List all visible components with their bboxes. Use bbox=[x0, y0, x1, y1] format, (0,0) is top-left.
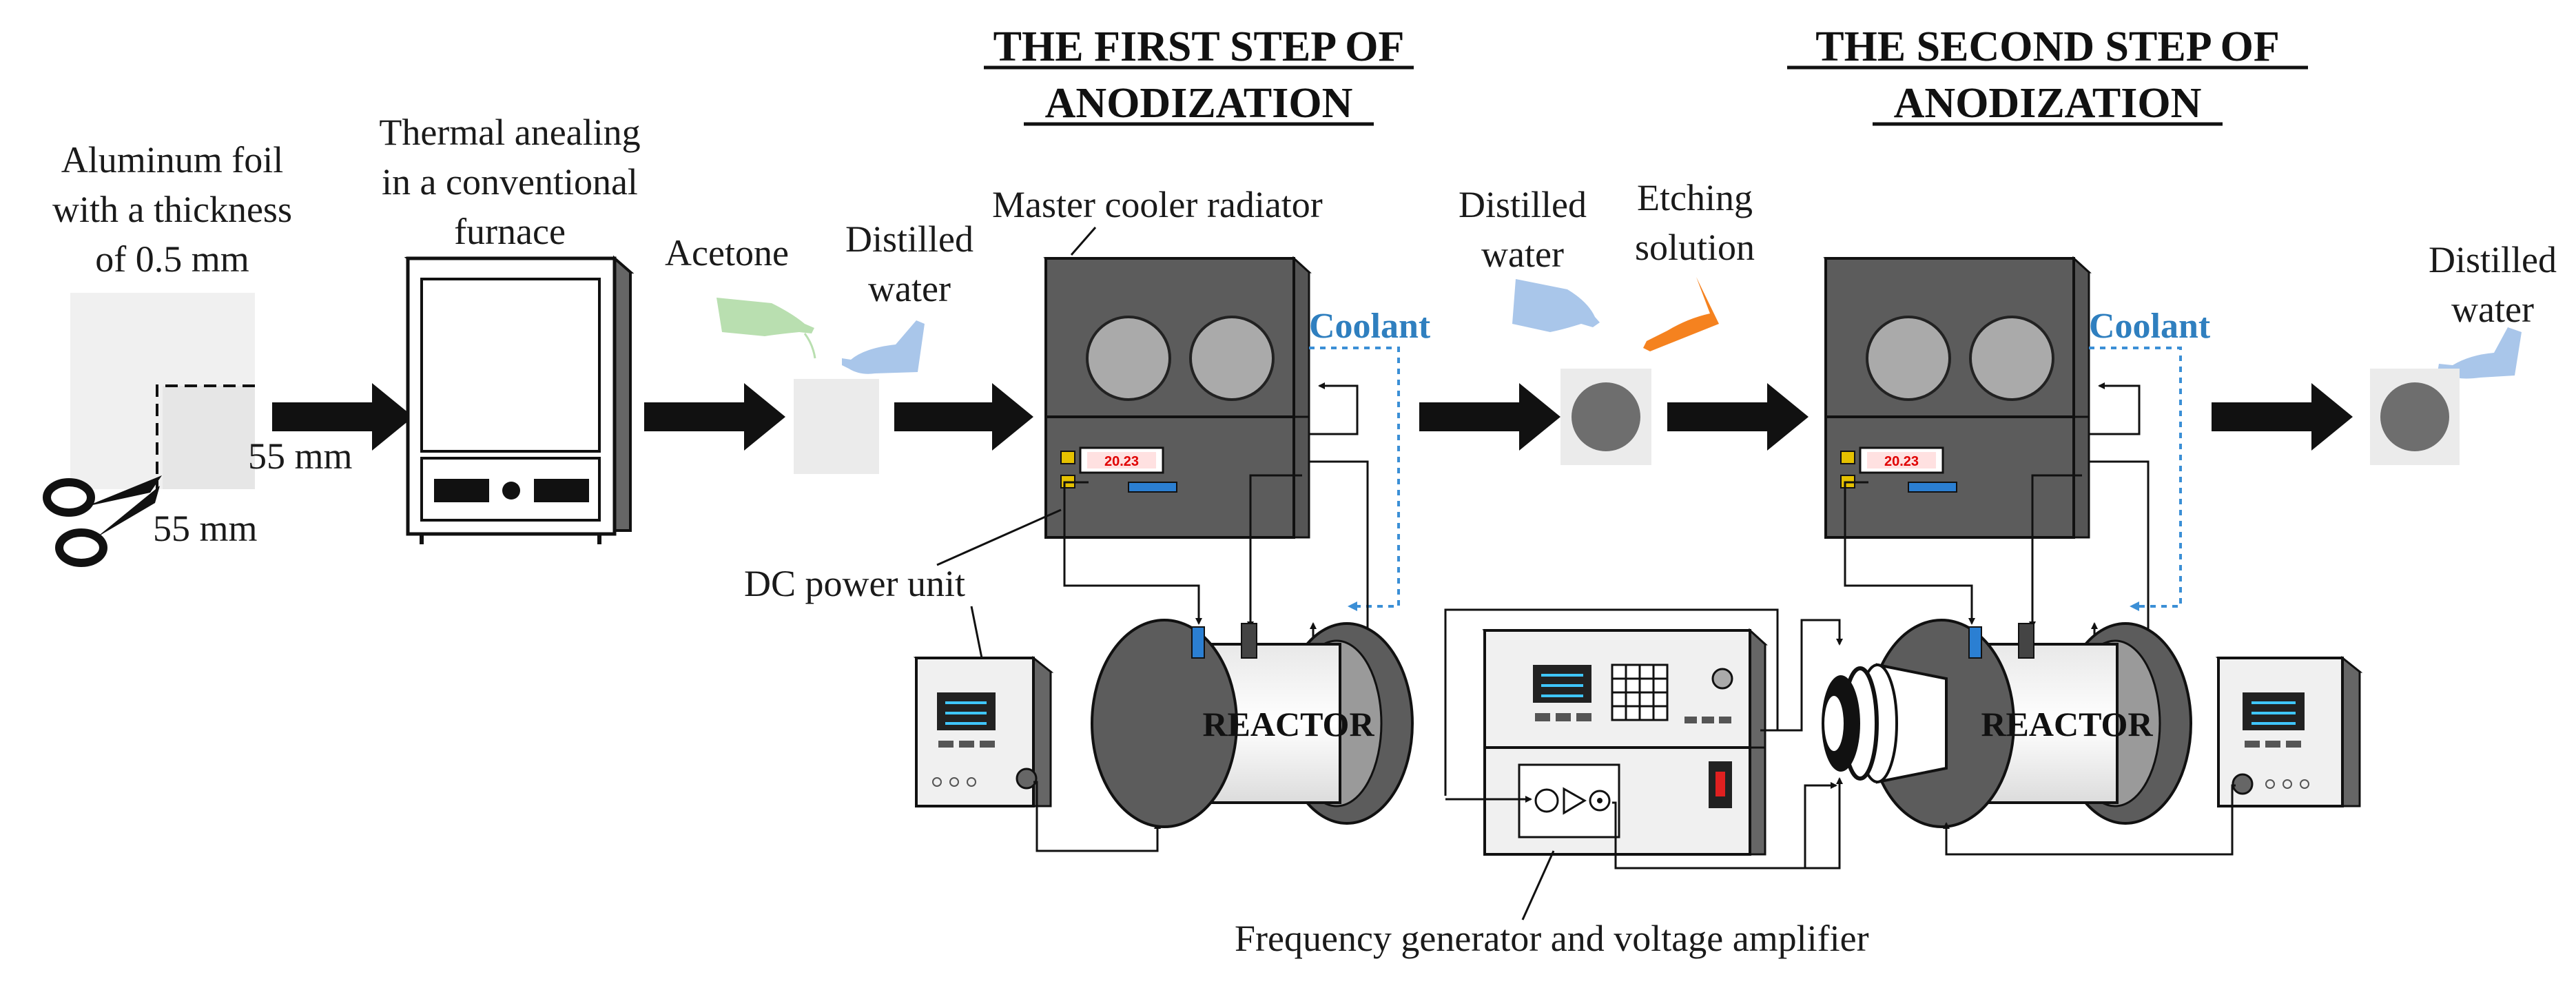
cooler-icon: 20.23 bbox=[1823, 256, 2092, 539]
distilled2-label-line2: water bbox=[1481, 234, 1564, 275]
first-step-apparatus: Master cooler radiator 20.23 Coolant DC … bbox=[744, 184, 1431, 852]
distilled1-label-line2: water bbox=[868, 268, 951, 309]
step2-header-line1: THE SECOND STEP OF bbox=[1815, 23, 2280, 70]
process-arrow-icon bbox=[894, 383, 1033, 451]
aluminum-foil-stage: Aluminum foil with a thickness of 0.5 mm… bbox=[43, 139, 353, 567]
step1-header-line2: ANODIZATION bbox=[1045, 80, 1353, 127]
bottle-icon bbox=[2438, 327, 2522, 379]
frequency-generator-icon bbox=[1482, 628, 1768, 856]
cooler2-display: 20.23 bbox=[1884, 454, 1919, 469]
step2-header-line2: ANODIZATION bbox=[1894, 80, 2202, 127]
bottle-icon bbox=[842, 320, 925, 374]
cooler-label: Master cooler radiator bbox=[992, 184, 1323, 225]
sample-disk bbox=[1572, 382, 1640, 451]
bottle-icon bbox=[717, 298, 816, 359]
step1-header-line1: THE FIRST STEP OF bbox=[993, 23, 1405, 70]
coolant2-label: Coolant bbox=[2089, 307, 2211, 346]
cooler-icon: 20.23 bbox=[1043, 256, 1312, 539]
reactor-icon: REACTOR bbox=[1091, 619, 1414, 828]
cleaning-stage: Acetone Distilled water bbox=[665, 218, 973, 474]
bottle-icon bbox=[1512, 279, 1600, 332]
frequency-generator-label: Frequency generator and voltage amplifie… bbox=[1235, 918, 1869, 959]
distilled3-label-line1: Distilled bbox=[2429, 239, 2557, 280]
furnace-icon bbox=[404, 255, 635, 544]
final-sample-disk bbox=[2380, 382, 2449, 451]
furnace-stage: Thermal anealing in a conventional furna… bbox=[379, 112, 641, 544]
final-rinse-stage: Distilled water bbox=[2370, 239, 2557, 465]
furnace-label-line2: in a conventional bbox=[382, 161, 638, 203]
step1-header: THE FIRST STEP OF ANODIZATION bbox=[984, 23, 1414, 127]
process-arrow-icon bbox=[272, 383, 413, 451]
foil-cut-square bbox=[163, 386, 255, 489]
reactor1-label: REACTOR bbox=[1202, 705, 1374, 743]
reactor2-label: REACTOR bbox=[1981, 705, 2153, 743]
process-arrow-icon bbox=[1667, 383, 1809, 451]
etching-label-line1: Etching bbox=[1637, 177, 1753, 218]
foil-label-line2: with a thickness bbox=[52, 189, 292, 230]
foil-label-line1: Aluminum foil bbox=[61, 139, 284, 181]
coolant1-label: Coolant bbox=[1309, 307, 1431, 346]
process-arrow-icon bbox=[2212, 383, 2353, 451]
distilled1-label-line1: Distilled bbox=[845, 218, 973, 260]
foil-sample-square bbox=[794, 379, 879, 474]
furnace-label-line1: Thermal anealing bbox=[379, 112, 640, 153]
power-supply-icon bbox=[913, 655, 1054, 807]
power-supply-icon bbox=[2215, 655, 2363, 807]
scissors-icon bbox=[43, 475, 162, 567]
bottle-icon bbox=[1643, 277, 1719, 351]
process-arrow-icon bbox=[644, 383, 785, 451]
furnace-label-line3: furnace bbox=[454, 211, 566, 252]
process-arrows bbox=[272, 383, 2353, 451]
step2-header: THE SECOND STEP OF ANODIZATION bbox=[1787, 23, 2308, 127]
distilled3-label-line2: water bbox=[2451, 289, 2534, 330]
etching-stage: Distilled water Etching solution bbox=[1459, 177, 1755, 465]
acetone-label: Acetone bbox=[665, 232, 789, 274]
second-step-apparatus: 20.23 Coolant REACTOR bbox=[1235, 256, 2363, 959]
cooler1-display: 20.23 bbox=[1104, 454, 1139, 469]
reactor-icon: REACTOR bbox=[1822, 619, 2192, 828]
dc-power-label: DC power unit bbox=[744, 563, 965, 604]
distilled2-label-line1: Distilled bbox=[1459, 184, 1587, 225]
dimension-height: 55 mm bbox=[153, 508, 258, 549]
dimension-width: 55 mm bbox=[248, 435, 353, 477]
etching-label-line2: solution bbox=[1635, 227, 1755, 268]
process-arrow-icon bbox=[1419, 383, 1560, 451]
foil-label-line3: of 0.5 mm bbox=[95, 238, 249, 280]
